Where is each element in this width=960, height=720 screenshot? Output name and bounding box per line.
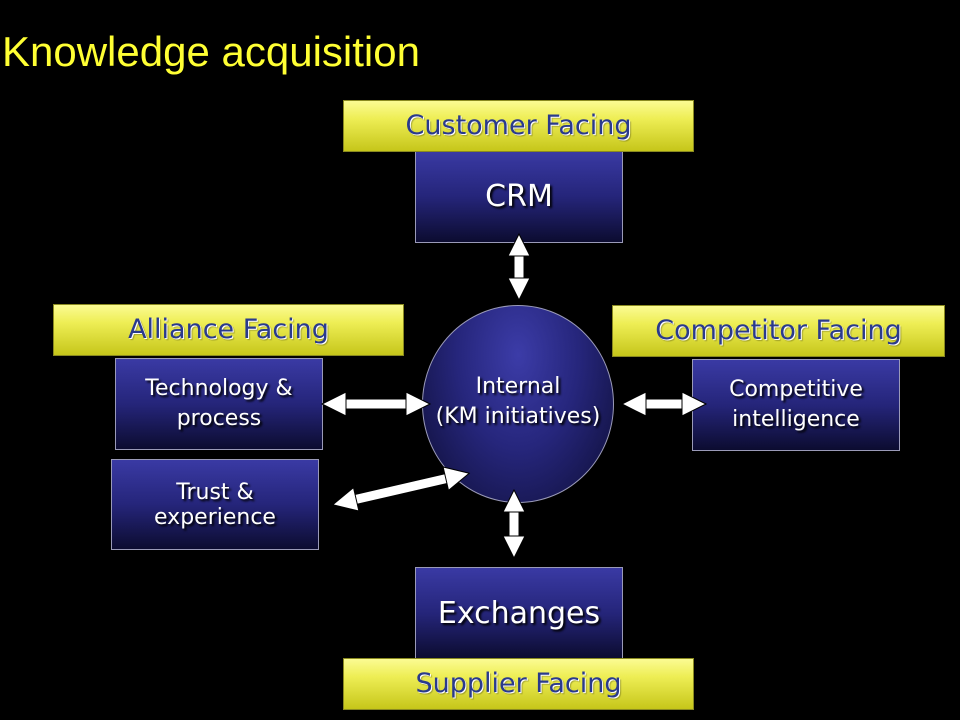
exchanges-box: Exchanges [415,567,623,659]
customer-facing-label: Customer Facing [343,100,694,152]
internal-label: Internal [475,374,561,399]
technology-process-line-1: Technology & [145,376,293,401]
page-title: Knowledge acquisition [2,28,420,75]
technology-process-line-2: process [176,406,262,431]
arrow-crm-internal [507,232,531,302]
internal-km-circle: Internal (KM initiatives) [422,305,614,503]
arrow-trust-internal [331,466,471,512]
competitor-facing-label: Competitor Facing [612,305,945,357]
arrow-internal-competitive [620,391,708,417]
competitive-intelligence-line-1: Competitive [729,377,863,402]
trust-experience-box: Trust & experience [111,459,319,550]
competitive-intelligence-line-2: intelligence [732,407,860,432]
exchanges-label: Exchanges [437,595,601,631]
arrow-technology-internal [320,391,432,417]
technology-process-box: Technology & process [115,358,323,450]
arrow-internal-exchanges [502,488,526,560]
km-initiatives-label: (KM initiatives) [435,404,601,429]
alliance-facing-label: Alliance Facing [53,304,404,356]
crm-box: CRM [415,150,623,243]
competitive-intelligence-box: Competitive intelligence [692,359,900,451]
supplier-facing-label: Supplier Facing [343,658,694,710]
crm-label: CRM [485,179,553,214]
trust-experience-label: Trust & experience [154,479,276,530]
